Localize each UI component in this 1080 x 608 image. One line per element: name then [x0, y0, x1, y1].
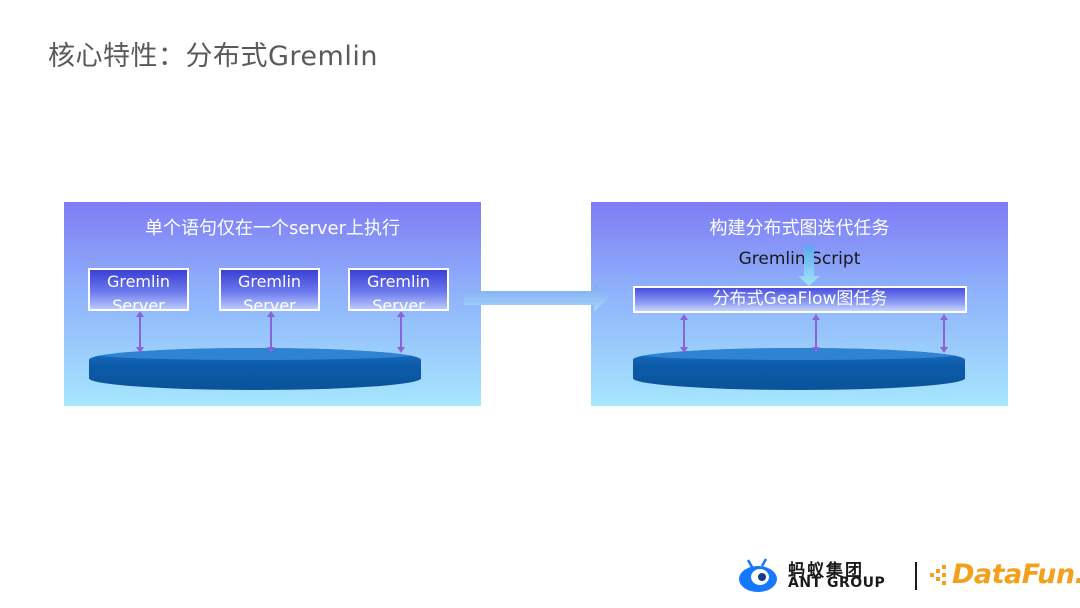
datafun-logo-text: DataFun.	[952, 559, 1080, 590]
gremlin-server-box: Gremlin Server	[219, 268, 320, 311]
server-label-line2: Server	[243, 296, 296, 311]
double-arrow-icon	[940, 314, 948, 353]
ant-group-cn: 蚂蚁集团	[788, 561, 864, 581]
server-label-line2: Server	[372, 296, 425, 311]
double-arrow-icon	[397, 311, 405, 353]
server-label-line1: Gremlin	[106, 272, 171, 291]
datafun-dots-icon	[930, 565, 946, 585]
down-arrow-icon	[798, 246, 820, 286]
double-arrow-icon	[136, 311, 144, 353]
footer-logos: 蚂蚁集团 ANT GROUP DataFun.	[738, 556, 1080, 596]
ant-group-logo-icon	[739, 558, 777, 592]
server-label-line1: Gremlin	[366, 272, 431, 291]
left-panel: 单个语句仅在一个server上执行 Gremlin Server Gremlin…	[64, 202, 481, 406]
gremlin-server-box: Gremlin Server	[348, 268, 449, 311]
double-arrow-icon	[680, 314, 688, 353]
right-double-arrows	[680, 314, 948, 353]
double-arrow-icon	[812, 314, 820, 353]
right-panel: 构建分布式图迭代任务 Gremlin Script 分布式GeaFlow图任务	[591, 202, 1008, 406]
left-double-arrows	[136, 311, 405, 353]
server-label-line1: Gremlin	[237, 272, 302, 291]
storage-disk	[89, 348, 421, 390]
storage-disk	[633, 348, 965, 390]
ant-group-en: ANT GROUP	[788, 575, 886, 591]
server-label-line2: Server	[112, 296, 165, 311]
left-panel-heading: 单个语句仅在一个server上执行	[145, 218, 400, 239]
logo-divider	[915, 562, 917, 590]
geaflow-task-bar: 分布式GeaFlow图任务	[633, 286, 967, 313]
double-arrow-icon	[267, 311, 275, 353]
slide-title: 核心特性：分布式Gremlin	[48, 41, 378, 72]
right-panel-heading: 构建分布式图迭代任务	[709, 218, 890, 239]
gremlin-server-box: Gremlin Server	[88, 268, 189, 311]
flow-arrow-icon	[464, 284, 609, 312]
gremlin-script-label: Gremlin Script	[738, 249, 861, 269]
